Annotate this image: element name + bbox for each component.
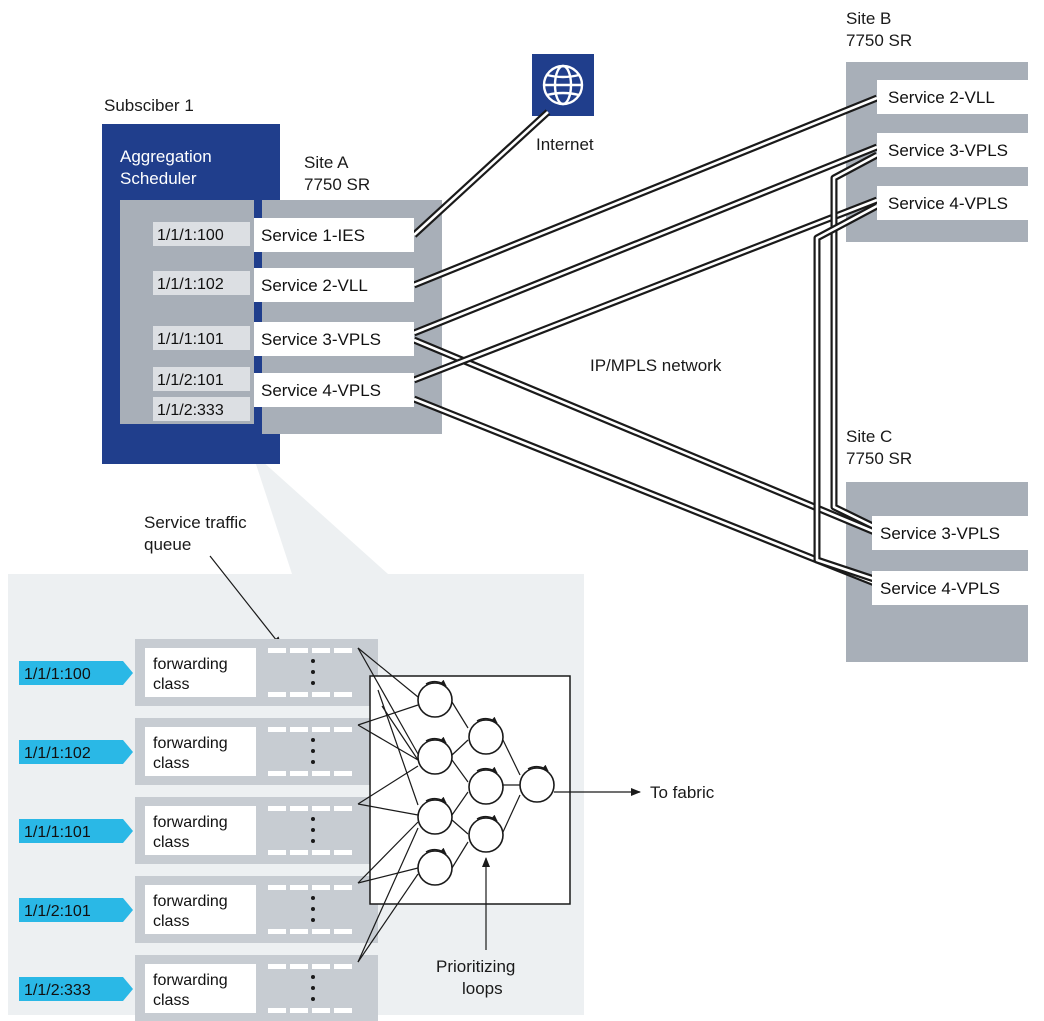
scheduler-label-line2: Scheduler [120, 169, 197, 188]
site-a-port: 1/1/1:100 [157, 227, 224, 244]
network-label: IP/MPLS network [590, 356, 722, 375]
to-fabric-label: To fabric [650, 783, 715, 802]
prioritizing-loops [417, 682, 555, 886]
loop-direction-marks [425, 679, 549, 855]
forwarding-class-line2: class [153, 676, 189, 693]
loops-label-line2: loops [462, 979, 503, 998]
port-tag [19, 898, 133, 922]
queue-row: 1/1/2:333 forwarding class [19, 955, 378, 1021]
service-traffic-queue [268, 964, 352, 1013]
site-a-label-line1: Site A [304, 153, 349, 172]
queue-callout-line2: queue [144, 535, 191, 554]
site-a-port: 1/1/1:102 [157, 276, 224, 293]
service-traffic-queue [268, 806, 352, 855]
site-a-port: 1/1/1:101 [157, 331, 224, 348]
forwarding-class-line1: forwarding [153, 893, 228, 910]
queue-row: 1/1/1:100 forwarding class [19, 639, 378, 706]
site-a-service: Service 2-VLL [261, 276, 368, 295]
service-traffic-queue [268, 648, 352, 697]
forwarding-class-line1: forwarding [153, 735, 228, 752]
forwarding-class-line2: class [153, 992, 189, 1009]
forwarding-class-box [145, 727, 256, 776]
service-connections [411, 94, 879, 588]
queue-detail-callout-wedge [252, 452, 388, 574]
loop [417, 682, 453, 718]
site-b-label-line2: 7750 SR [846, 31, 912, 50]
queue-callout-line1: Service traffic [144, 513, 247, 532]
loop-interconnect-wires [451, 701, 521, 869]
subscriber-label: Subsciber 1 [104, 96, 194, 115]
site-a-service: Service 4-VPLS [261, 381, 381, 400]
port-tag-label: 1/1/1:102 [24, 745, 91, 762]
forwarding-class-line1: forwarding [153, 656, 228, 673]
loops-label-line1: Prioritizing [436, 957, 515, 976]
port-tag-label: 1/1/2:101 [24, 903, 91, 920]
queue-row: 1/1/2:101 forwarding class [19, 876, 378, 943]
internet-label: Internet [536, 135, 594, 154]
forwarding-class-line1: forwarding [153, 972, 228, 989]
loop [468, 817, 504, 853]
loop [417, 850, 453, 886]
site-a-port: 1/1/2:333 [157, 402, 224, 419]
scheduler-label-line1: Aggregation [120, 147, 212, 166]
site-a-port: 1/1/2:101 [157, 372, 224, 389]
site-b-service: Service 3-VPLS [888, 141, 1008, 160]
forwarding-class-box [145, 648, 256, 697]
site-c-service: Service 4-VPLS [880, 579, 1000, 598]
loop [468, 719, 504, 755]
loop [519, 767, 555, 803]
loop [417, 739, 453, 775]
forwarding-class-box [145, 964, 256, 1013]
port-tag-label: 1/1/1:100 [24, 666, 91, 683]
site-a-service: Service 1-IES [261, 226, 365, 245]
service-traffic-queue [268, 727, 352, 776]
forwarding-class-box [145, 885, 256, 934]
queue-rows: 1/1/1:100 forwarding class 1/1/1:102 forward… [19, 639, 378, 1021]
queue-to-loop-wires [357, 647, 419, 963]
port-tag [19, 977, 133, 1001]
site-c-label-line2: 7750 SR [846, 449, 912, 468]
forwarding-class-line1: forwarding [153, 814, 228, 831]
queue-row: 1/1/1:102 forwarding class [19, 718, 378, 785]
globe-icon [542, 64, 584, 106]
site-b-service: Service 4-VPLS [888, 194, 1008, 213]
forwarding-class-line2: class [153, 834, 189, 851]
port-tag [19, 819, 133, 843]
port-tag-label: 1/1/2:333 [24, 982, 91, 999]
site-c-service: Service 3-VPLS [880, 524, 1000, 543]
forwarding-class-box [145, 806, 256, 855]
port-tag [19, 661, 133, 685]
queue-callout-arrow [209, 555, 282, 647]
queue-row: 1/1/1:101 forwarding class [19, 797, 378, 864]
loop [468, 769, 504, 805]
port-tag [19, 740, 133, 764]
site-b-label-line1: Site B [846, 9, 891, 28]
site-b-service: Service 2-VLL [888, 88, 995, 107]
site-c-label-line1: Site C [846, 427, 892, 446]
forwarding-class-line2: class [153, 913, 189, 930]
site-a-service: Service 3-VPLS [261, 330, 381, 349]
site-a-label-line2: 7750 SR [304, 175, 370, 194]
service-traffic-queue [268, 885, 352, 934]
port-tag-label: 1/1/1:101 [24, 824, 91, 841]
forwarding-class-line2: class [153, 755, 189, 772]
loop [417, 799, 453, 835]
